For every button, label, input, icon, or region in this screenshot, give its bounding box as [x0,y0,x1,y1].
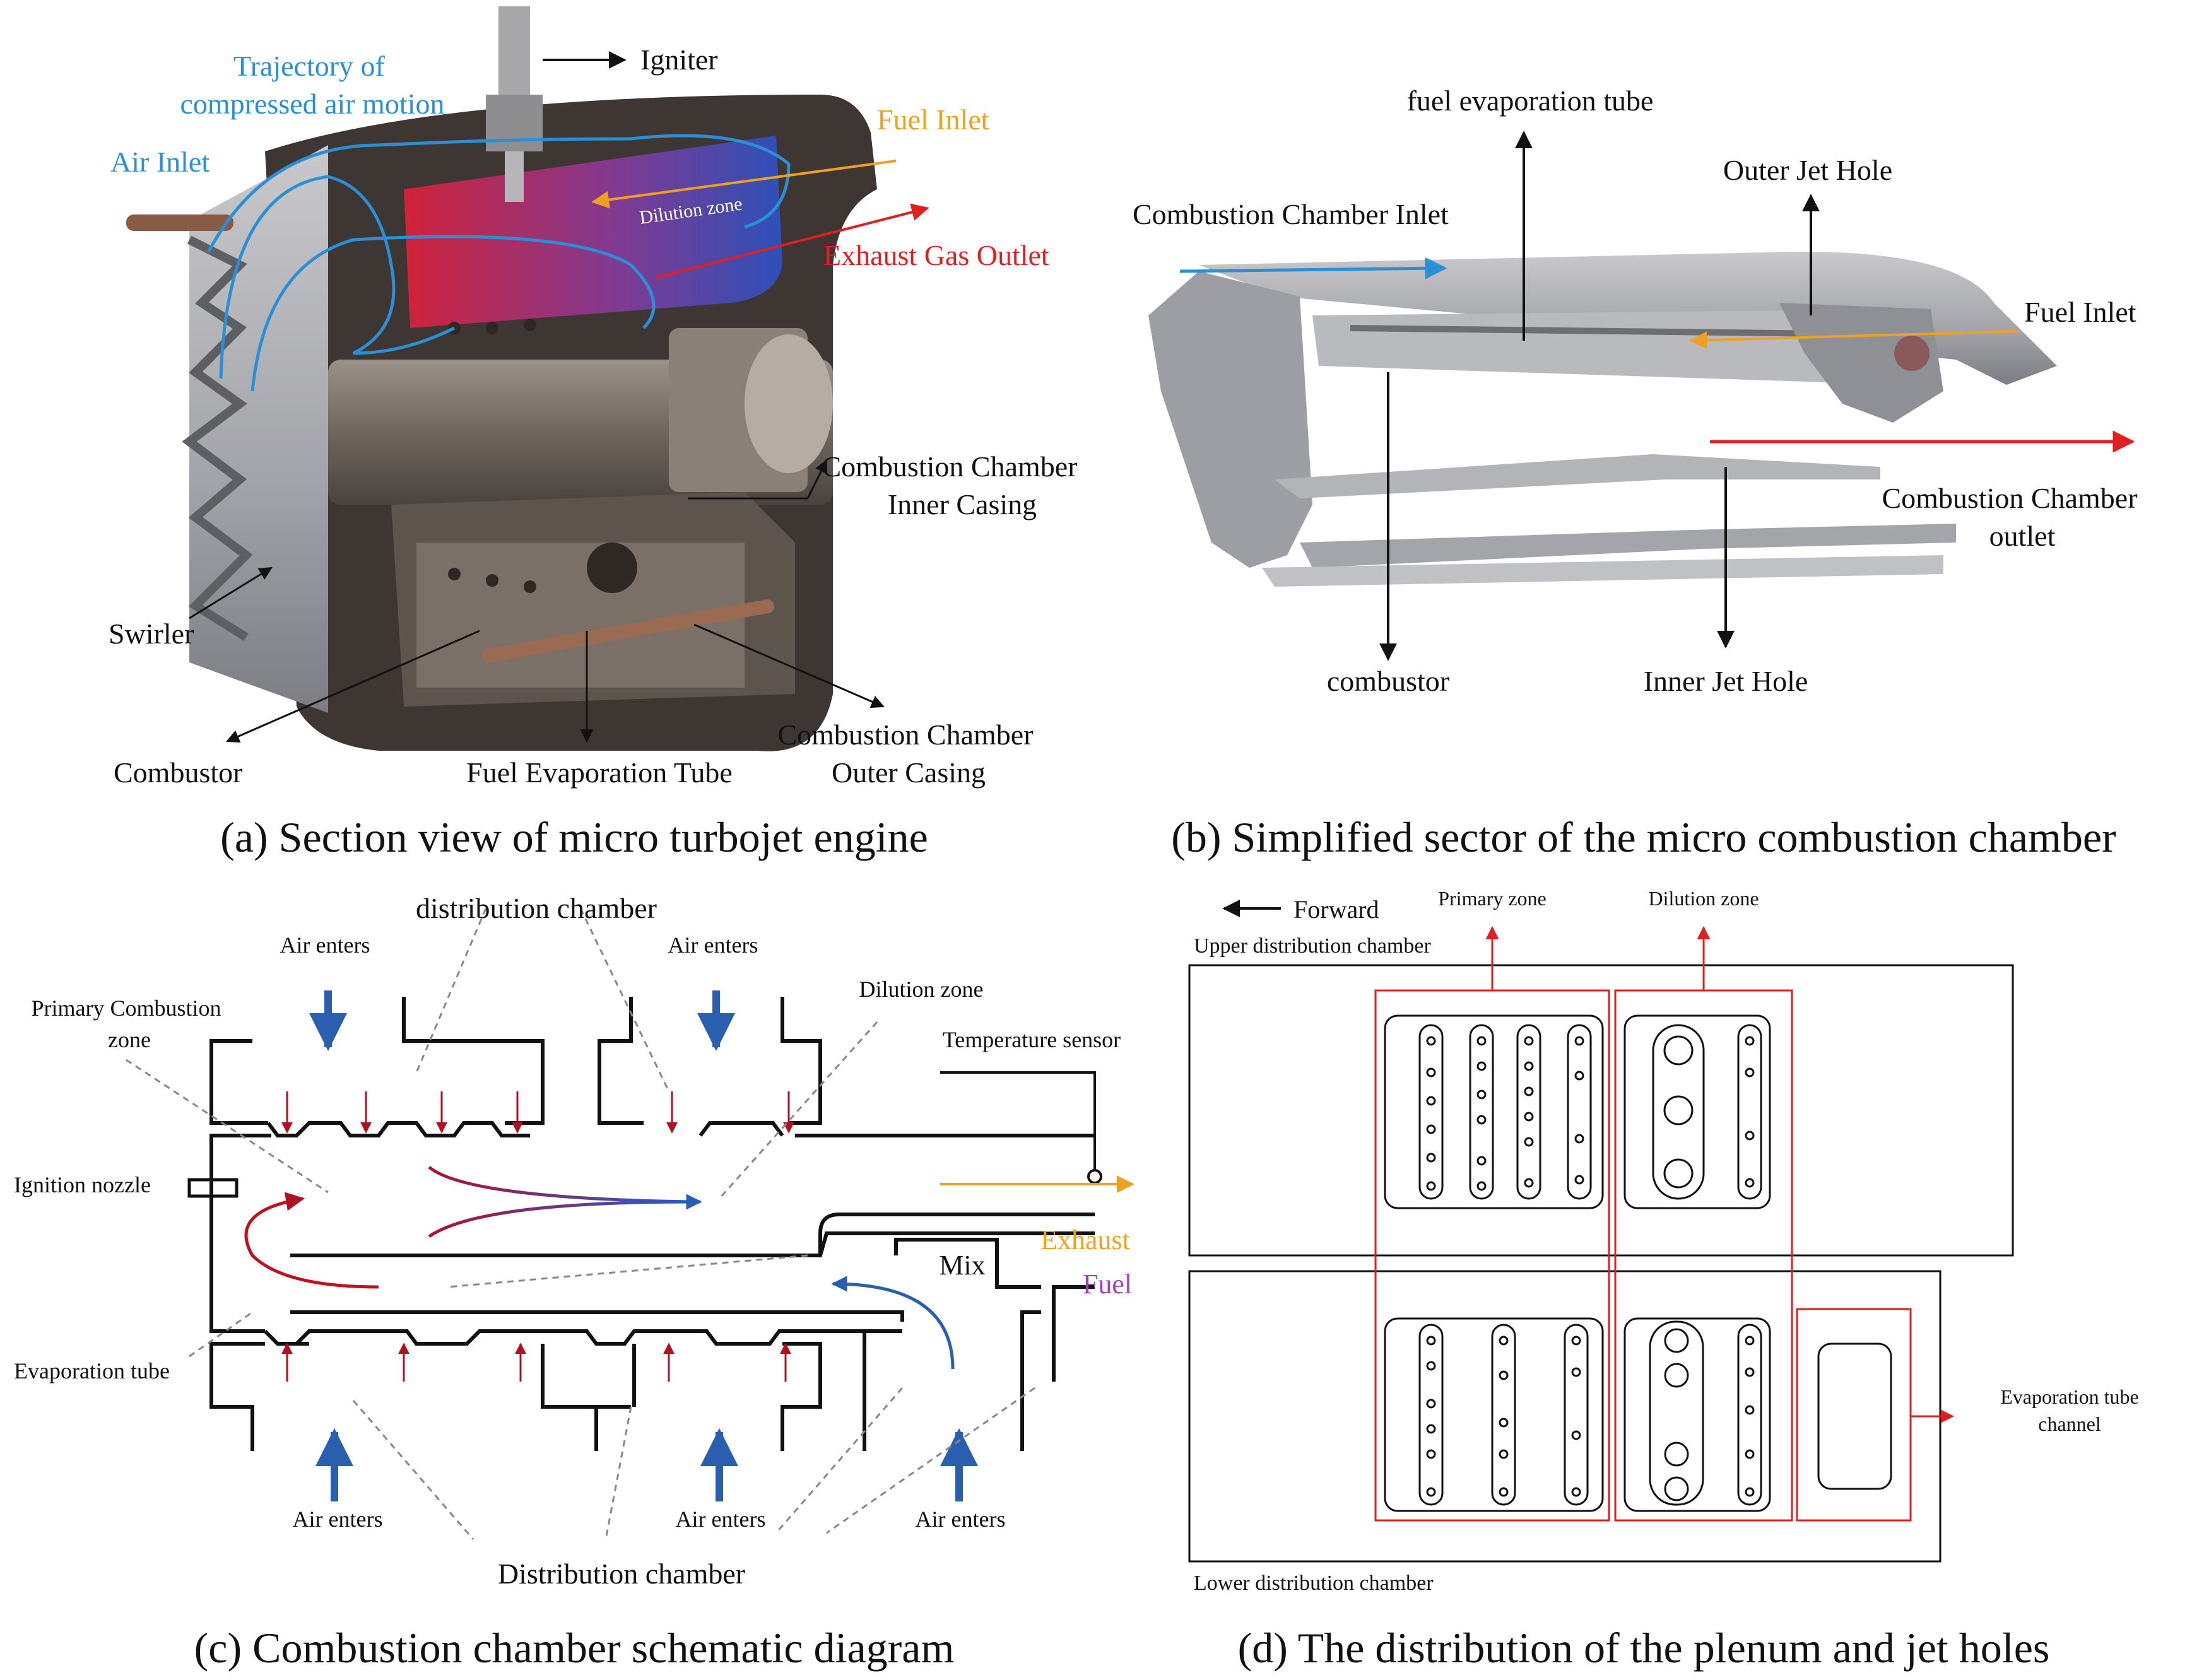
panel-d-caption: (d) The distribution of the plenum and j… [1238,1624,2050,1672]
upper-plenum-mid [402,997,545,1125]
air-enters-bottom-2: Air enters [676,1507,766,1532]
exhaust-arrow [656,203,929,279]
inner-casing-label-line2: Inner Casing [888,488,1037,520]
fuel-inlet-label: Fuel Inlet [877,103,989,136]
fuel-inlet-arrow [591,160,897,209]
lower-liner [263,1329,902,1346]
air-enters-bottom-1: Air enters [293,1507,383,1532]
panel-a-caption: (a) Section view of micro turbojet engin… [220,813,928,861]
panel-a-engine-section: Trajectory of compressed air motion Igni… [109,6,1078,861]
inlet-flow-arrow [1179,257,1447,279]
trajectory-label-line1: Trajectory of [233,50,385,82]
trajectory-label-line2: compressed air motion [180,88,444,120]
temperature-sensor-label: Temperature sensor [943,1027,1121,1052]
evap-tube-upper [290,1231,1095,1257]
exhaust-gas-outlet-label: Exhaust Gas Outlet [823,239,1049,271]
upper-liner [266,1121,530,1137]
igniter-body [498,6,530,101]
forward-label: Forward [1293,895,1379,924]
fuel-inlet-label-b: Fuel Inlet [2024,296,2136,328]
primary-zone-label-line2: zone [108,1027,151,1052]
swirler-vanes [189,145,328,713]
dilution-zone-label-d: Dilution zone [1648,887,1759,910]
outlet-label-line1: Combustion Chamber [1882,482,2137,514]
liner-left-wall [209,1134,271,1333]
combustor-label-b: combustor [1327,665,1449,697]
ignition-nozzle-label: Ignition nozzle [14,1172,151,1197]
upper-plenum-left [209,1039,268,1125]
air-enters-top-2: Air enters [668,932,758,958]
inner-jet-hole-label: Inner Jet Hole [1644,665,1808,697]
ignition-nozzle [187,1178,239,1198]
combustion-chamber-inlet-label: Combustion Chamber Inlet [1133,198,1449,230]
dilution-zone-label-c: Dilution zone [859,977,984,1002]
upper-distribution-chamber-label: Upper distribution chamber [1194,934,1431,958]
panel-c-flows: distribution chamber Air enters Air ente… [14,892,1134,1672]
air-enters-bottom-3: Air enters [916,1507,1006,1532]
evaporation-tube-label: Evaporation tube [14,1358,170,1383]
primary-zone-label-line1: Primary Combustion [31,996,221,1021]
distribution-chamber-top-label: distribution chamber [416,892,657,924]
outlet-label-line2: outlet [1989,520,2056,552]
evap-channel-box [1796,1308,1912,1522]
air-trajectory-3 [250,235,656,392]
panel-c-caption: (c) Combustion chamber schematic diagram [194,1624,955,1672]
upper-distribution-chamber [1188,964,2014,1257]
air-enters-top-1: Air enters [280,932,370,958]
exhaust-label: Exhaust [1040,1225,1130,1255]
combustor-arrow [226,630,480,743]
outer-casing-arrow [693,623,885,708]
evap-channel-label-line1: Evaporation tube [2000,1385,2138,1408]
sector-left-flange [1148,271,1312,568]
sector-right-end [1779,303,1943,423]
swirler-arrow [189,567,273,620]
lower-distribution-chamber-label: Lower distribution chamber [1194,1571,1434,1595]
primary-zone-label-d: Primary zone [1438,887,1547,910]
flame-zone [404,136,782,328]
fuel-label: Fuel [1083,1269,1132,1300]
panel-c-schematic [187,997,1102,1451]
outer-casing-label-line1: Combustion Chamber [777,719,1033,751]
evap-channel-label-line2: channel [2038,1413,2101,1435]
panel-b-caption: (b) Simplified sector of the micro combu… [1171,813,2116,861]
outer-casing-label-line2: Outer Casing [832,756,986,789]
recirculation-arrow [244,1192,379,1289]
mix-label: Mix [939,1250,985,1281]
evap-tube-lower [290,1310,904,1322]
fuel-evaporation-tube-shape [481,599,774,663]
swirler-label: Swirler [109,618,194,650]
panel-b-combustion-sector: fuel evaporation tube Outer Jet Hole Com… [1133,85,2138,861]
temperature-sensor [940,1071,1096,1173]
fuel-mix-arrow [831,1276,955,1370]
fuel-evaporation-tube-label: Fuel Evaporation Tube [466,756,733,789]
sector-lower-rail [1275,454,1880,498]
fuel-inlet-flow-arrow [1689,330,2020,350]
air-inlet-label: Air Inlet [110,146,209,178]
main-flow-upper [428,1166,695,1204]
air-inlet-tube [126,214,233,231]
main-flow-lower [428,1200,695,1238]
distribution-chamber-bottom-label: Distribution chamber [498,1558,745,1590]
fuel-evaporation-tube-label-b: fuel evaporation tube [1407,85,1654,117]
air-trajectory-2 [219,175,456,379]
inner-casing-label-line1: Combustion Chamber [822,450,1077,483]
combustor-label: Combustor [114,756,242,789]
lower-plenum-left [209,1342,265,1451]
igniter-label: Igniter [640,44,718,76]
lower-plenum-mid [541,1344,631,1409]
outer-jet-hole-label: Outer Jet Hole [1723,154,1892,186]
panel-d-plenum-layout: Forward Primary zone Dilution zone Upper… [1188,887,2139,1672]
air-trajectory-1 [206,134,791,254]
